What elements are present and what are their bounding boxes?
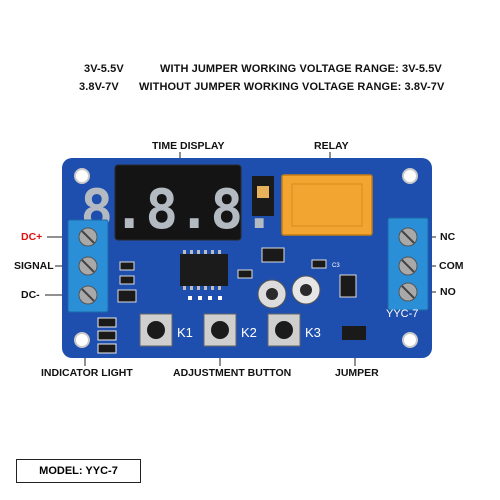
indicator-led (97, 330, 117, 341)
button-k2-cap[interactable] (211, 321, 229, 339)
jumper-header[interactable] (342, 326, 366, 340)
jumper-label: JUMPER (335, 367, 379, 379)
header-pin (257, 186, 269, 198)
chip-pins (183, 250, 221, 290)
dc-plus-label: DC+ (21, 231, 43, 243)
nc-label: NC (440, 231, 456, 243)
c3-label: C3 (332, 263, 340, 269)
k3-label: K3 (305, 325, 321, 340)
button-k1[interactable] (139, 313, 173, 347)
dc-minus-label: DC- (21, 289, 40, 301)
adjustment-buttons (139, 313, 301, 347)
smd-components (117, 247, 357, 303)
output-terminal-screws (398, 227, 418, 302)
mounting-hole (74, 332, 90, 348)
button-k3-cap[interactable] (275, 321, 293, 339)
spec-line-1-text: WITH JUMPER WORKING VOLTAGE RANGE: 3V-5.… (160, 63, 442, 75)
model-label: MODEL: YYC-7 (39, 465, 118, 477)
seven-segment-display (114, 164, 242, 241)
model-silk: YYC-7 (386, 308, 418, 320)
indicator-led (97, 343, 117, 354)
display-digits: 8.8.8. (80, 178, 275, 241)
model-box: MODEL: YYC-7 (16, 459, 141, 483)
button-k1-cap[interactable] (147, 321, 165, 339)
indicator-led (97, 317, 117, 328)
relay-label-area (291, 183, 363, 227)
silk-dots (188, 296, 222, 300)
controller-chip (180, 254, 228, 286)
mounting-hole (402, 168, 418, 184)
relay-label: RELAY (314, 140, 349, 152)
indicator-light-label: INDICATOR LIGHT (41, 367, 133, 379)
spec-line-2-text: WITHOUT JUMPER WORKING VOLTAGE RANGE: 3.… (139, 81, 445, 93)
k2-label: K2 (241, 325, 257, 340)
com-label: COM (439, 260, 464, 272)
indicator-leds (97, 317, 117, 354)
no-label: NO (440, 286, 456, 298)
mounting-holes (74, 168, 418, 348)
input-terminal-screws (78, 227, 98, 305)
time-display-label: TIME DISPLAY (152, 140, 225, 152)
button-silk-labels: K1 K2 K3 (177, 325, 321, 340)
mounting-hole (402, 332, 418, 348)
adjustment-button-label: ADJUSTMENT BUTTON (173, 367, 292, 379)
relay-component (281, 174, 373, 236)
k1-label: K1 (177, 325, 193, 340)
spec-line-1-range: 3V-5.5V (84, 63, 124, 75)
spec-line-2-range: 3.8V-7V (79, 81, 119, 93)
mounting-hole (74, 168, 90, 184)
signal-label: SIGNAL (14, 260, 54, 272)
